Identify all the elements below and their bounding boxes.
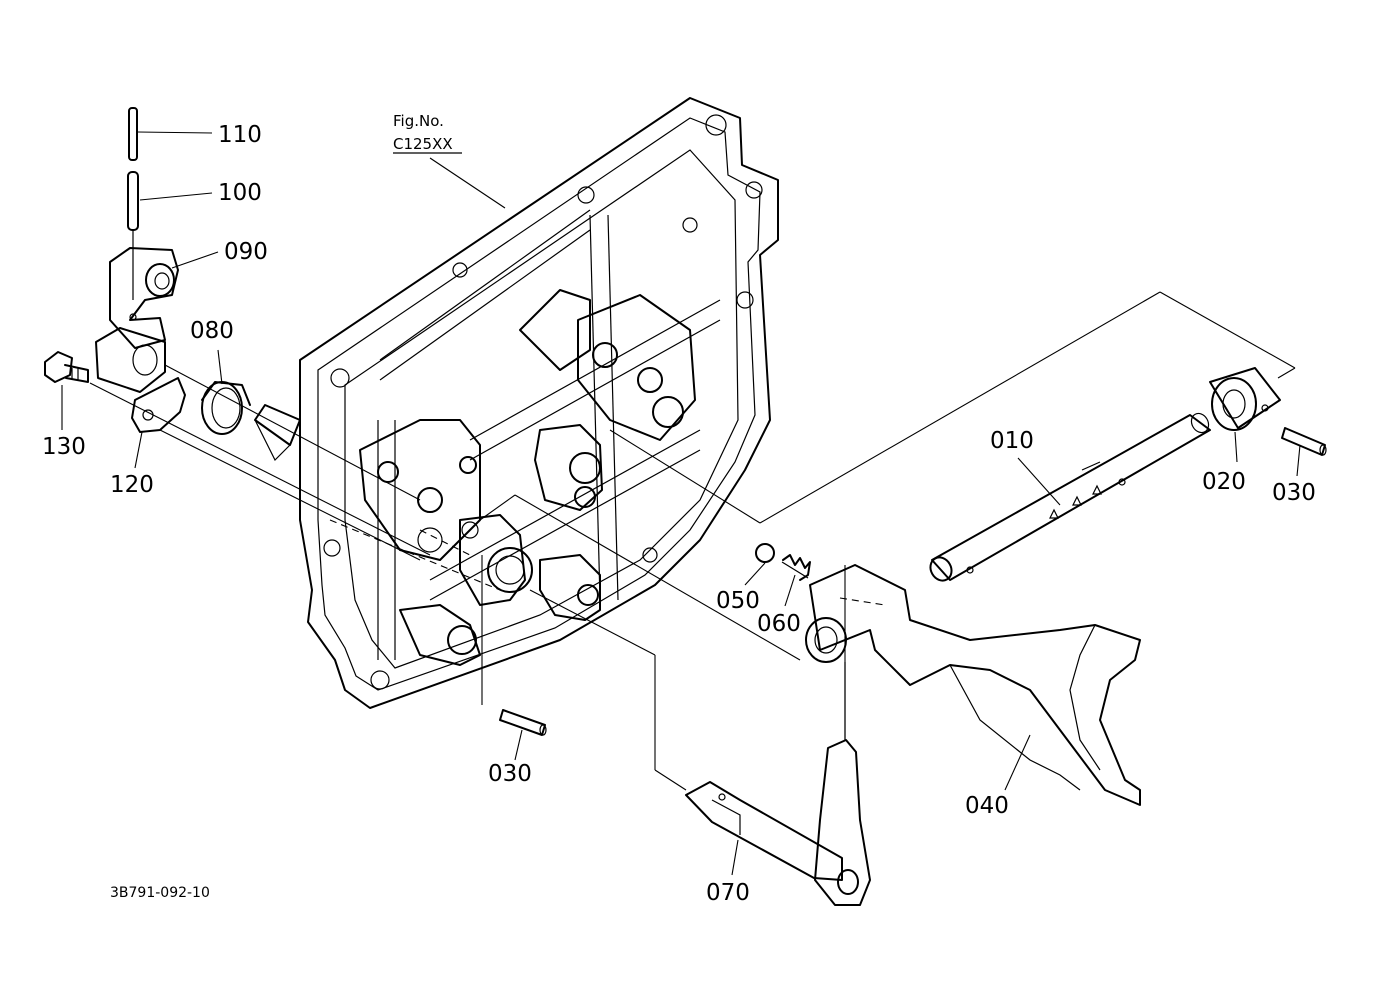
- callout-090: 090: [224, 239, 268, 265]
- figure-label: Fig.No.: [393, 112, 444, 130]
- shift-fork-040: [805, 564, 1141, 806]
- shift-shaft-010: [929, 412, 1211, 582]
- transmission-housing: [254, 97, 779, 709]
- callout-130: 130: [42, 434, 86, 460]
- lever-arm-090: [95, 247, 179, 393]
- spring-pin-030-bottom: [499, 709, 547, 736]
- shift-lever-070: [685, 739, 871, 906]
- detent-ball-050: [755, 543, 775, 563]
- leader-lines: [61, 131, 1301, 876]
- detent-spring-060: [781, 554, 811, 581]
- callout-040: 040: [965, 793, 1009, 819]
- assembly-lines: [89, 291, 1296, 791]
- bolt-130: [44, 351, 89, 383]
- callout-030-bottom: 030: [488, 761, 532, 787]
- pin-110: [128, 107, 138, 161]
- figure-number: C125XX: [393, 135, 453, 153]
- drawing-code: 3B791-092-10: [110, 885, 210, 901]
- callout-labels: Fig.No. C125XX 110 100 090 080 130 120 0…: [42, 112, 1316, 906]
- callout-070: 070: [706, 880, 750, 906]
- plate-120: [131, 377, 186, 433]
- callout-030-right: 030: [1272, 480, 1316, 506]
- callout-080: 080: [190, 318, 234, 344]
- callout-050: 050: [716, 588, 760, 614]
- callout-020: 020: [1202, 469, 1246, 495]
- pin-100: [127, 171, 139, 300]
- callout-100: 100: [218, 180, 262, 206]
- callout-110: 110: [218, 122, 262, 148]
- callout-060: 060: [757, 611, 801, 637]
- oil-seal-080: [201, 381, 251, 435]
- collar-020: [1209, 367, 1281, 431]
- spring-pin-030-right: [1281, 427, 1327, 456]
- callout-010: 010: [990, 428, 1034, 454]
- callout-120: 120: [110, 472, 154, 498]
